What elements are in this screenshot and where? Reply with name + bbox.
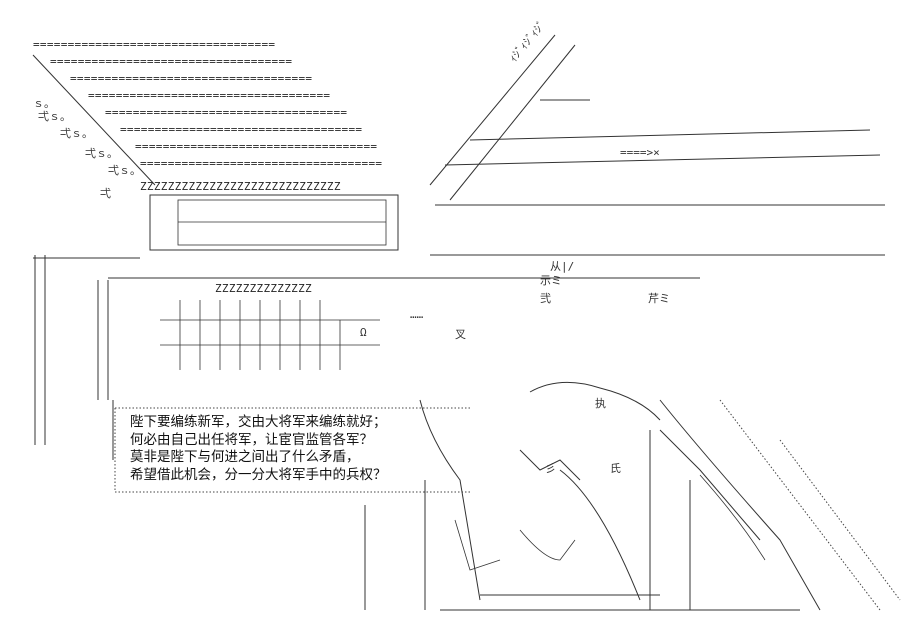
shiki-mark-3: 弌ｓ。	[85, 147, 118, 160]
character-body-mid	[559, 469, 641, 601]
roof-row-6: ===================================	[120, 123, 363, 136]
character-fold-3	[454, 519, 501, 571]
floor-dashed-1	[779, 439, 901, 601]
roof-row-2: ===================================	[50, 55, 293, 68]
shiki-mark-4: 弌ｓ。	[108, 164, 141, 177]
character-collar	[519, 449, 581, 481]
roof-row-3: ===================================	[70, 72, 313, 85]
roof-row-5: ===================================	[105, 106, 348, 119]
roof-row-8: ===================================	[140, 157, 383, 170]
roof-row-1: ===================================	[33, 38, 276, 51]
roof-right-diagonal-2	[449, 44, 576, 201]
shiki-mark-2: 弌ｓ。	[60, 127, 93, 140]
shiki-mark-1: 弌ｓ。	[38, 110, 71, 123]
floor-dashed-2	[719, 399, 881, 611]
facade-kanji-c: 芹ミ	[648, 292, 670, 305]
shelf-omega: Ω	[360, 326, 367, 339]
facade-line-1	[469, 129, 871, 141]
dialogue-line-4: 希望借此机会，分一分大将军手中的兵权？	[130, 466, 387, 483]
facade-kanji-a: 从|/	[550, 260, 575, 273]
facade-kanji-i: 弐	[540, 292, 551, 305]
shelf-kanji-d: 叉	[455, 328, 466, 341]
roof-left-diagonal	[32, 54, 156, 186]
character-body-right	[659, 399, 821, 611]
character-head-outline	[529, 381, 661, 421]
character-fold-1	[699, 474, 766, 561]
facade-arrow: ====>×	[620, 146, 660, 159]
facade-kanji-b: 示ミ	[540, 274, 562, 287]
dialogue-line-2: 何必由自己出任将军，让宦官监管各军？	[130, 431, 373, 448]
so-mark-1: ｓ。	[33, 97, 55, 110]
shelf-z-row: ZZZZZZZZZZZZZZ	[215, 282, 312, 295]
character-sleeve	[659, 429, 761, 541]
roof-z-row: ZZZZZZZZZZZZZZZZZZZZZZZZZZZZZ	[140, 180, 341, 193]
window-frame-inner	[177, 199, 387, 246]
shelf-kanji-e: 弌	[100, 187, 111, 200]
character-kanji-f: 氏	[610, 462, 621, 475]
dialogue-box: 陛下要编练新军，交由大将军来编练就好； 何必由自己出任将军，让宦官监管各军？ 莫…	[130, 414, 460, 484]
facade-line-2	[444, 154, 881, 166]
character-fold-2	[519, 529, 576, 561]
dialogue-line-1: 陛下要编练新军，交由大将军来编练就好；	[130, 414, 387, 430]
window-frame-outer	[149, 194, 399, 251]
dialogue-line-3: 莫非是陛下与何进之间出了什么矛盾，	[130, 449, 360, 465]
roof-row-7: ===================================	[135, 140, 378, 153]
roof-right-diagonal	[429, 34, 556, 186]
shelf-ellipsis: ……	[410, 308, 424, 321]
roof-row-4: ===================================	[88, 89, 331, 102]
character-shoulder-outline	[419, 399, 481, 601]
character-kanji-g: 彡	[545, 462, 556, 475]
character-kanji-h: 执	[595, 397, 606, 410]
